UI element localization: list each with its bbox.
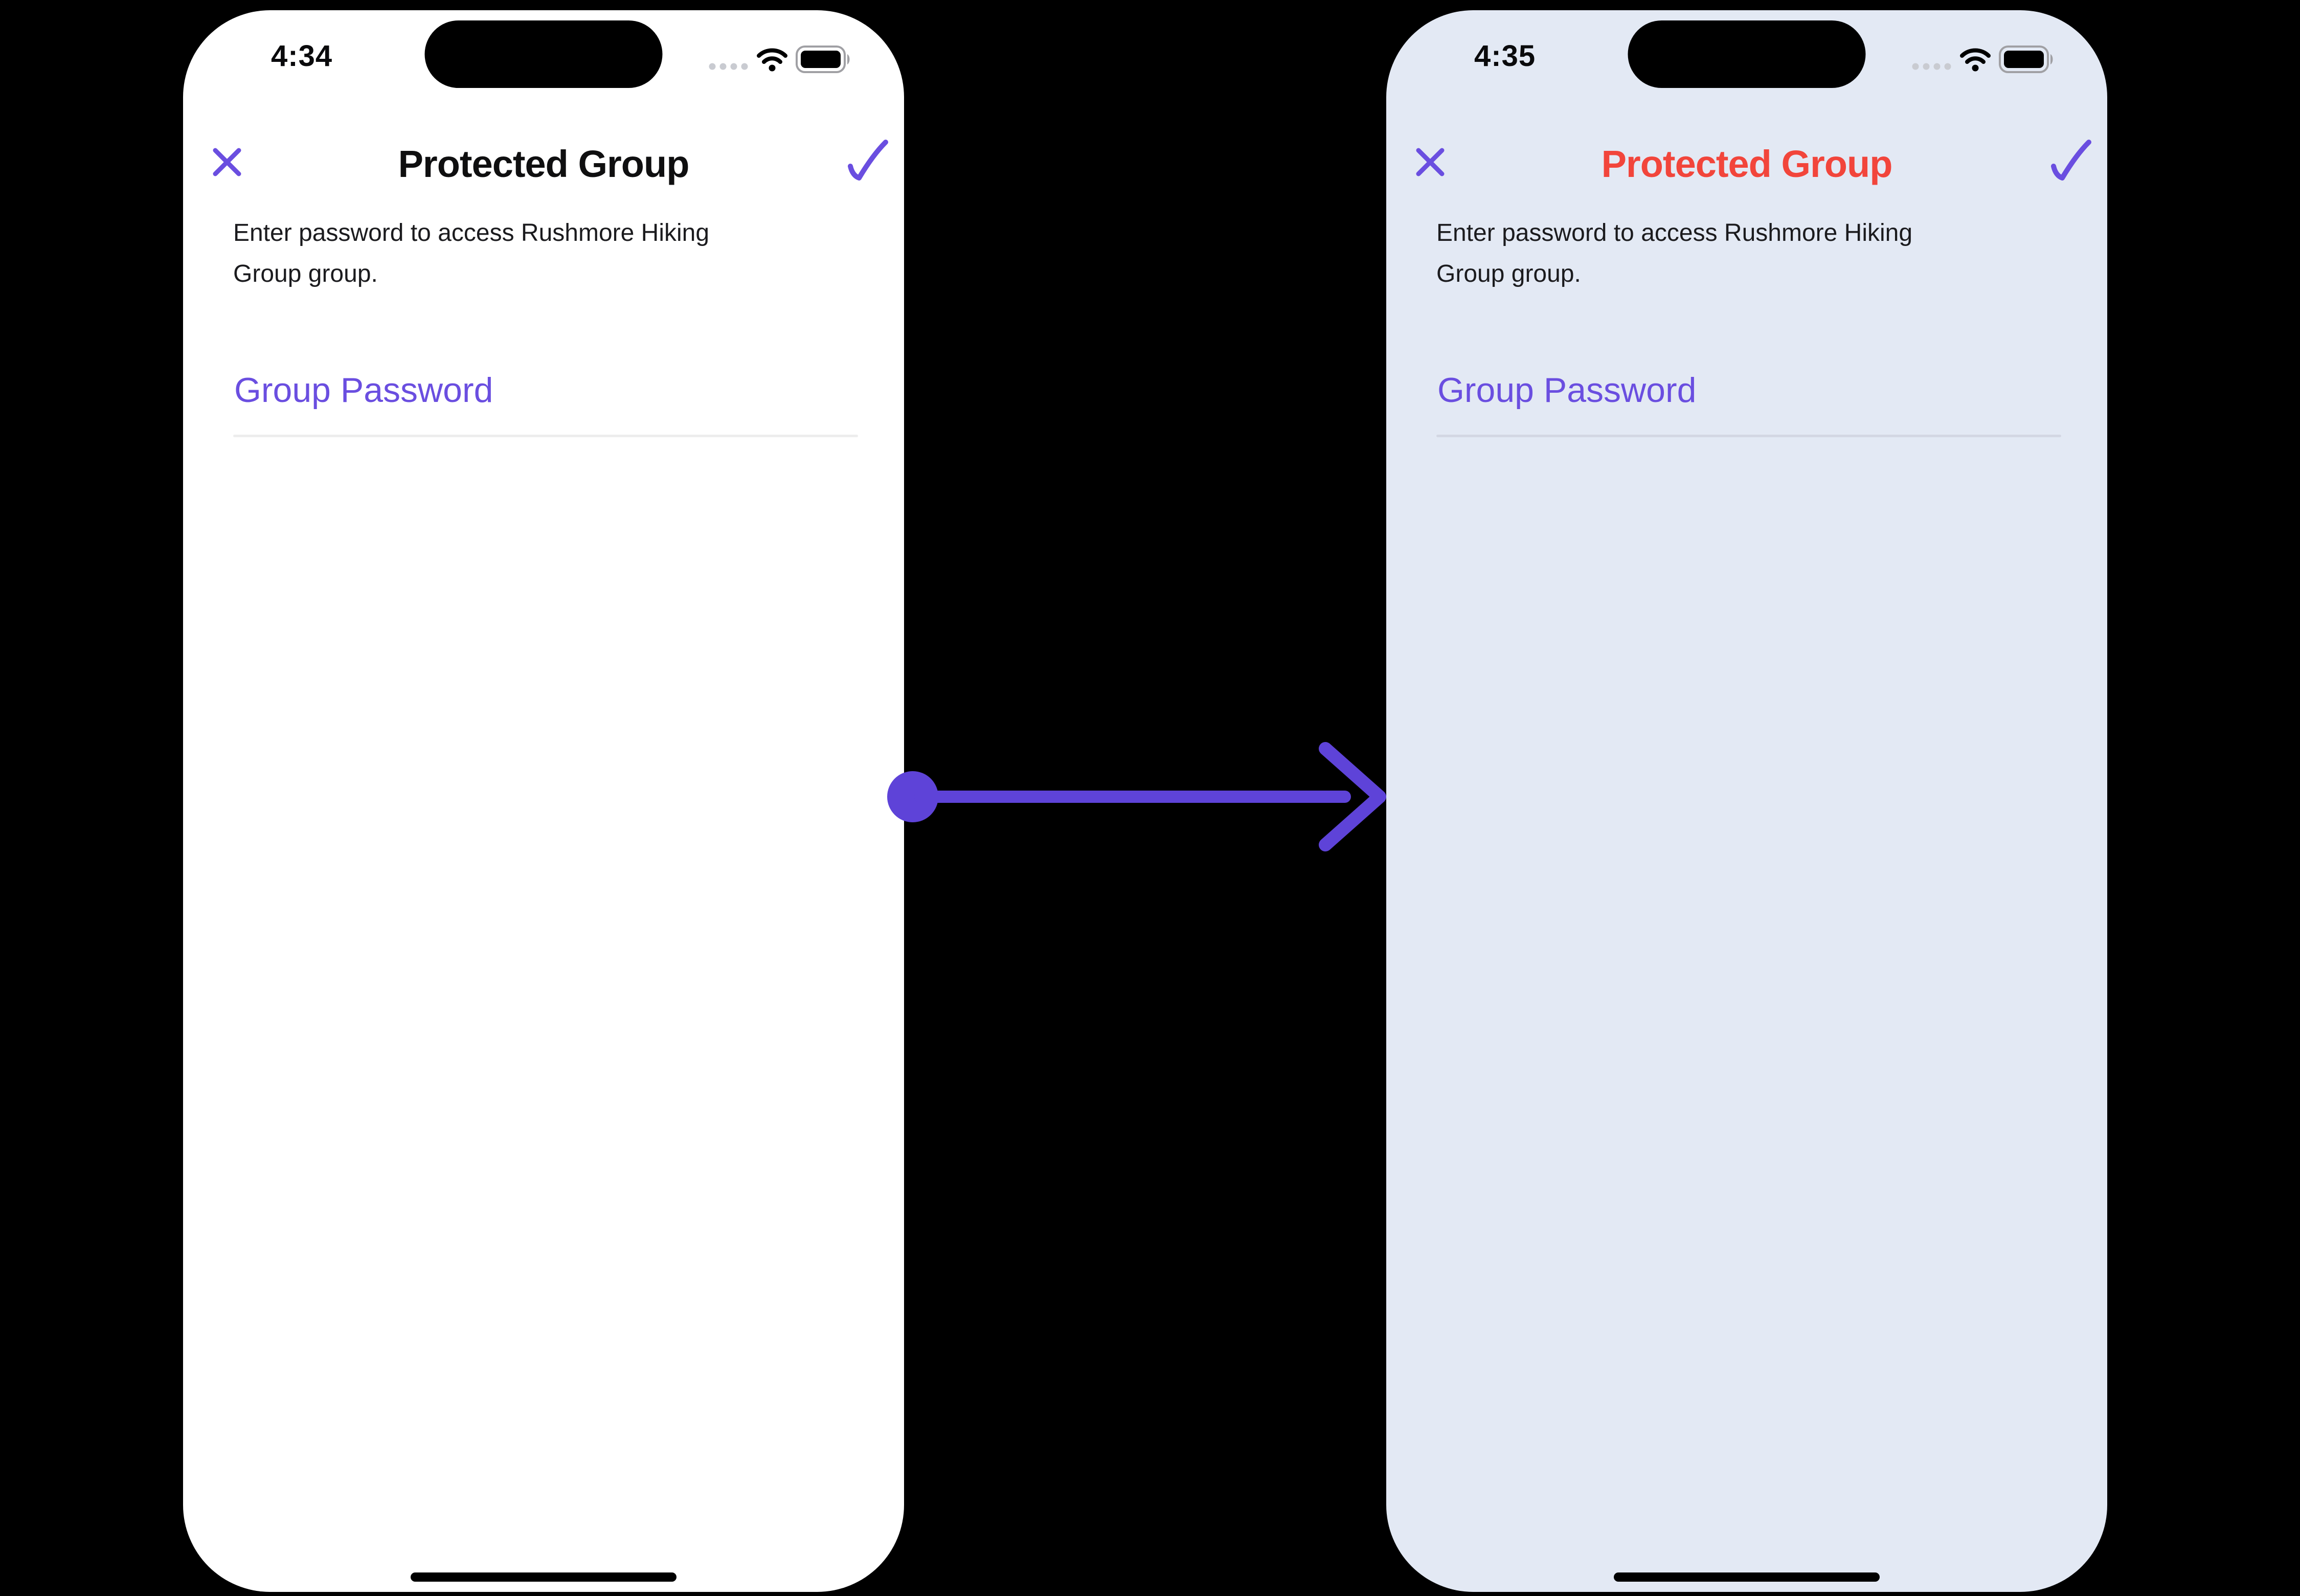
status-time: 4:34 xyxy=(271,39,333,73)
description-text: Enter password to access Rushmore Hiking… xyxy=(1436,219,1913,287)
dynamic-island xyxy=(1628,20,1866,88)
check-icon xyxy=(2051,140,2091,181)
cellular-dots-icon xyxy=(709,63,748,70)
transition-arrow-icon xyxy=(887,742,1386,851)
status-time: 4:35 xyxy=(1474,39,1536,73)
field-underline xyxy=(1436,435,2061,437)
cellular-dots-icon xyxy=(1912,63,1951,70)
dynamic-island xyxy=(424,20,663,88)
page-title: Protected Group xyxy=(398,143,690,185)
page-title: Protected Group xyxy=(1601,143,1893,185)
field-underline xyxy=(233,435,858,437)
confirm-button[interactable] xyxy=(848,139,889,181)
phone-before: 4:34 Protected Group xyxy=(183,10,904,1592)
confirm-button[interactable] xyxy=(2051,139,2092,181)
field-label: Group Password xyxy=(1437,371,1697,410)
battery-icon xyxy=(796,46,850,73)
close-button[interactable] xyxy=(211,146,243,178)
home-indicator[interactable] xyxy=(1614,1572,1880,1582)
group-password-field[interactable]: Group Password xyxy=(1436,363,2061,437)
close-icon xyxy=(1416,148,1445,176)
phone-after: 4:35 Protected Group xyxy=(1386,10,2107,1592)
wifi-icon xyxy=(757,48,787,72)
group-password-field[interactable]: Group Password xyxy=(233,363,858,437)
status-icons xyxy=(1912,41,2055,78)
check-icon xyxy=(848,140,888,181)
status-icons xyxy=(709,41,852,78)
close-icon xyxy=(213,148,241,176)
wifi-icon xyxy=(1960,48,1991,72)
battery-icon xyxy=(1999,46,2053,73)
description-text: Enter password to access Rushmore Hiking… xyxy=(233,219,710,287)
home-indicator[interactable] xyxy=(411,1572,677,1582)
close-button[interactable] xyxy=(1414,146,1446,178)
field-label: Group Password xyxy=(234,371,493,410)
